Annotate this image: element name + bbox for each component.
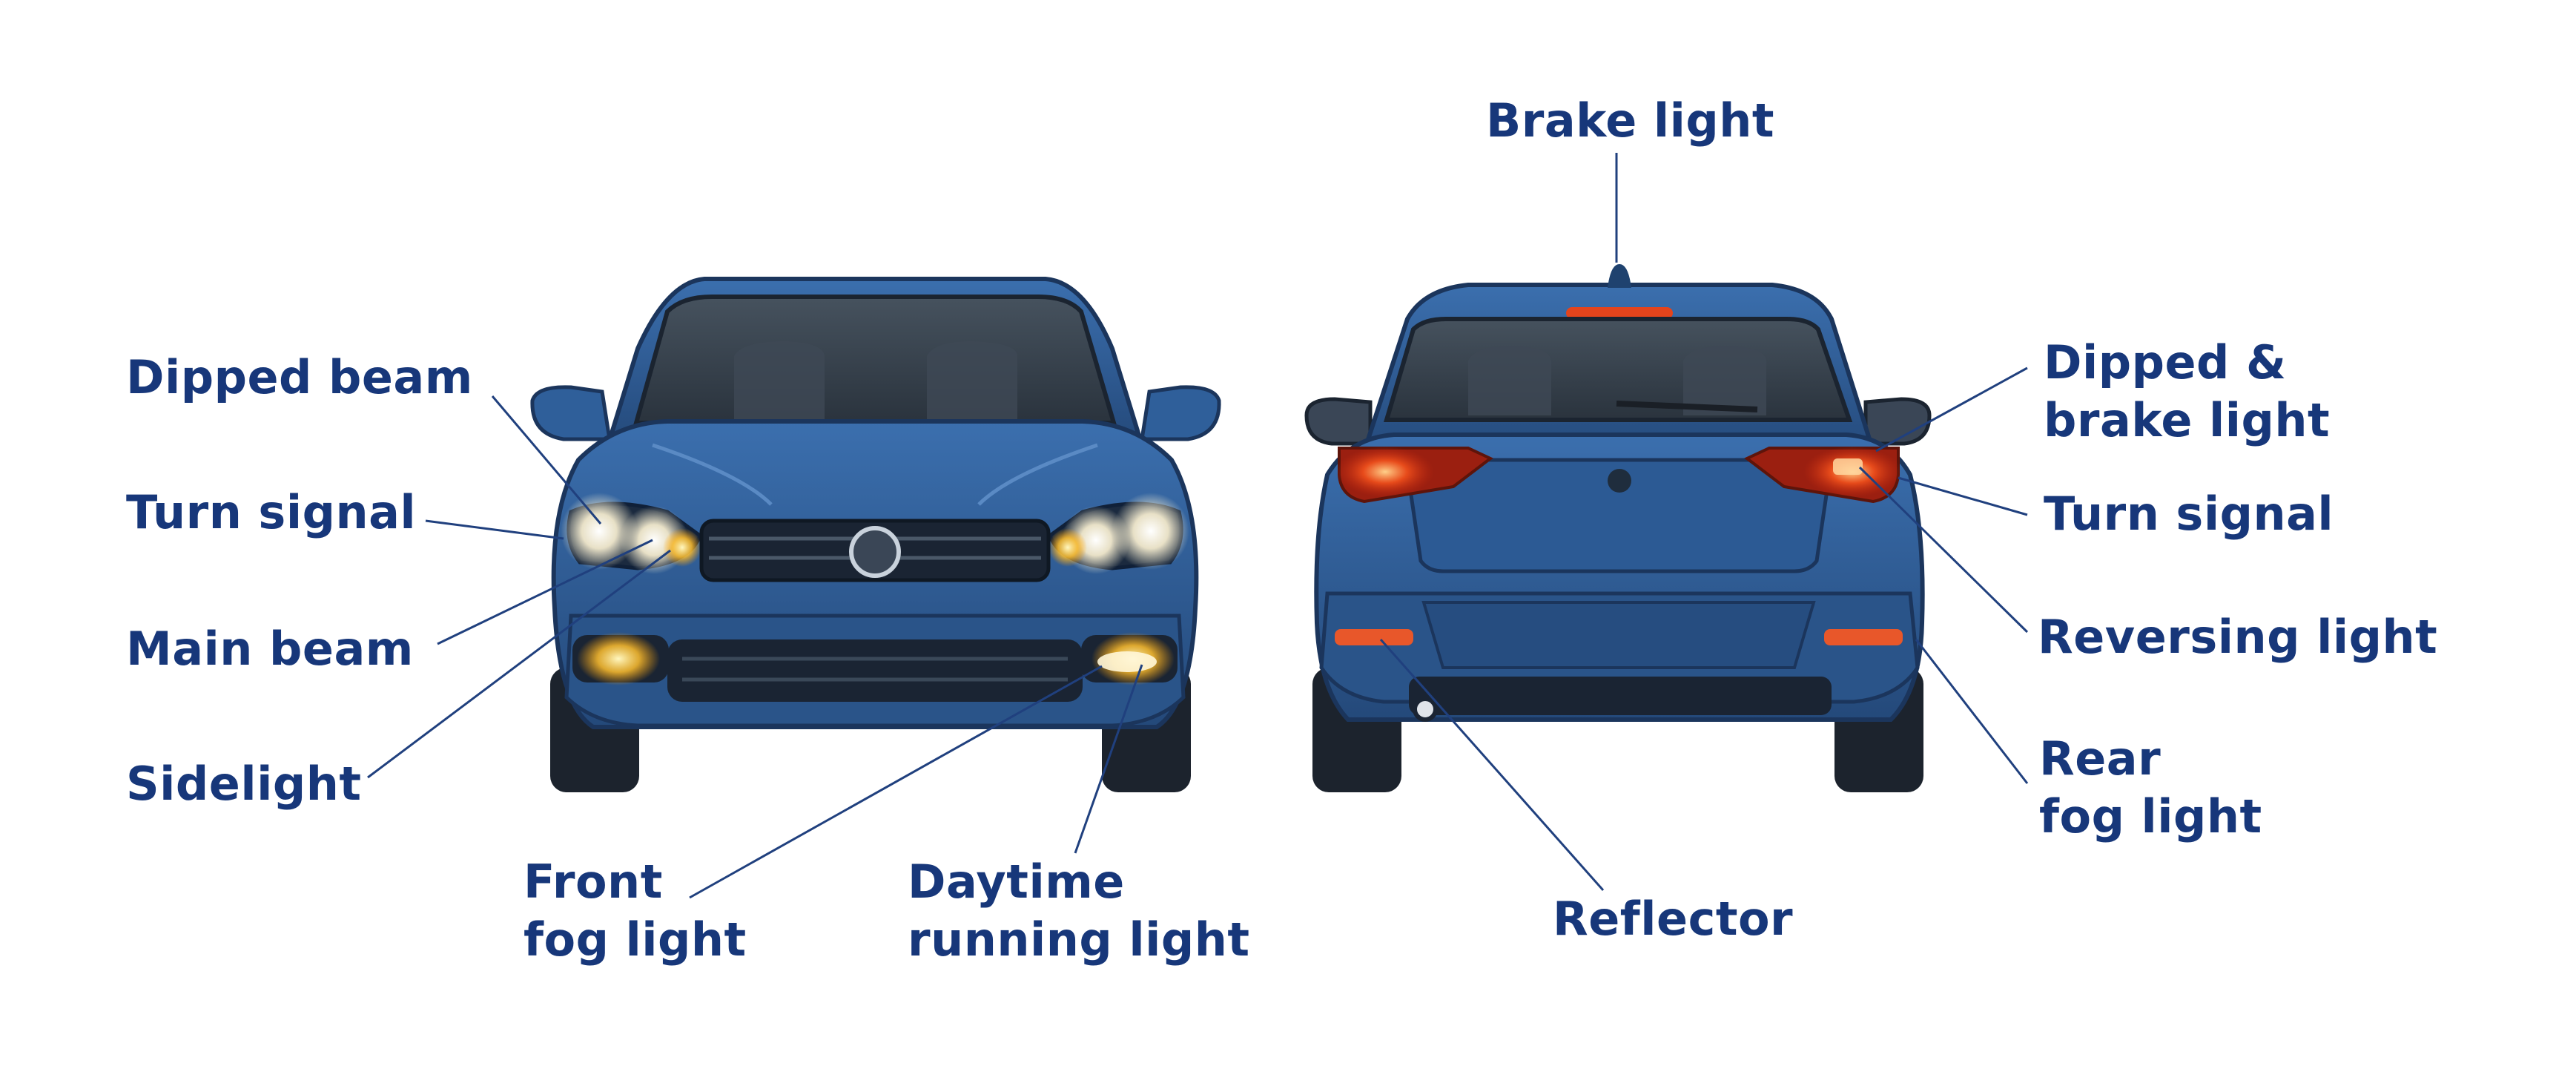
- label-dipped-brake-light: Dipped &brake light: [2044, 335, 2331, 447]
- leader-main-beam: [437, 539, 653, 645]
- rear-right-mirror: [1863, 397, 1932, 446]
- leader-turn-signal-rear: [1898, 476, 2028, 516]
- front-lower-grille: [667, 639, 1083, 702]
- rear-trunk-lid: [1404, 458, 1834, 573]
- rear-left-brake-glow: [1336, 447, 1434, 497]
- rear-right-reflector: [1824, 629, 1903, 645]
- leader-lines: [367, 153, 2029, 899]
- leader-sidelight: [367, 549, 671, 779]
- leader-daytime-running-light: [1074, 664, 1143, 854]
- label-main-beam: Main beam: [126, 622, 414, 676]
- front-car: [530, 277, 1221, 792]
- rear-antenna: [1608, 264, 1631, 288]
- rear-left-reflector: [1335, 629, 1413, 645]
- rear-badge: [1608, 469, 1631, 493]
- leader-reflector: [1379, 639, 1605, 891]
- label-dipped-beam: Dipped beam: [126, 350, 473, 404]
- rear-diffuser: [1409, 677, 1832, 715]
- leader-dipped-brake-light: [1875, 366, 2028, 453]
- label-turn-signal-rear: Turn signal: [2044, 487, 2334, 541]
- rear-wiper: [1616, 401, 1758, 412]
- label-reversing-light: Reversing light: [2038, 610, 2438, 664]
- leader-rear-fog-light: [1915, 639, 2029, 784]
- front-left-fog-light: [577, 632, 660, 685]
- rear-left-mirror: [1304, 397, 1373, 446]
- rear-reversing-light: [1833, 458, 1863, 475]
- front-right-mirror: [1140, 385, 1221, 441]
- leader-front-fog-light: [689, 665, 1103, 899]
- label-turn-signal-front: Turn signal: [126, 485, 417, 539]
- rear-exhaust: [1413, 697, 1438, 722]
- leader-dipped-beam: [491, 395, 602, 524]
- front-daytime-running-light: [1097, 651, 1157, 672]
- front-turn-signal-lamp: [663, 528, 701, 567]
- label-sidelight: Sidelight: [126, 757, 362, 811]
- front-left-mirror: [530, 385, 612, 441]
- label-reflector: Reflector: [1553, 892, 1794, 946]
- leader-reversing-light: [1858, 466, 2029, 634]
- rear-car: [1304, 264, 1932, 792]
- label-brake-light: Brake light: [1486, 93, 1775, 148]
- front-dipped-beam-lamp: [561, 493, 638, 570]
- front-windshield: [633, 295, 1117, 425]
- leader-turn-signal-front: [425, 519, 564, 540]
- rear-high-brake-light: [1566, 307, 1673, 319]
- front-badge: [849, 526, 901, 578]
